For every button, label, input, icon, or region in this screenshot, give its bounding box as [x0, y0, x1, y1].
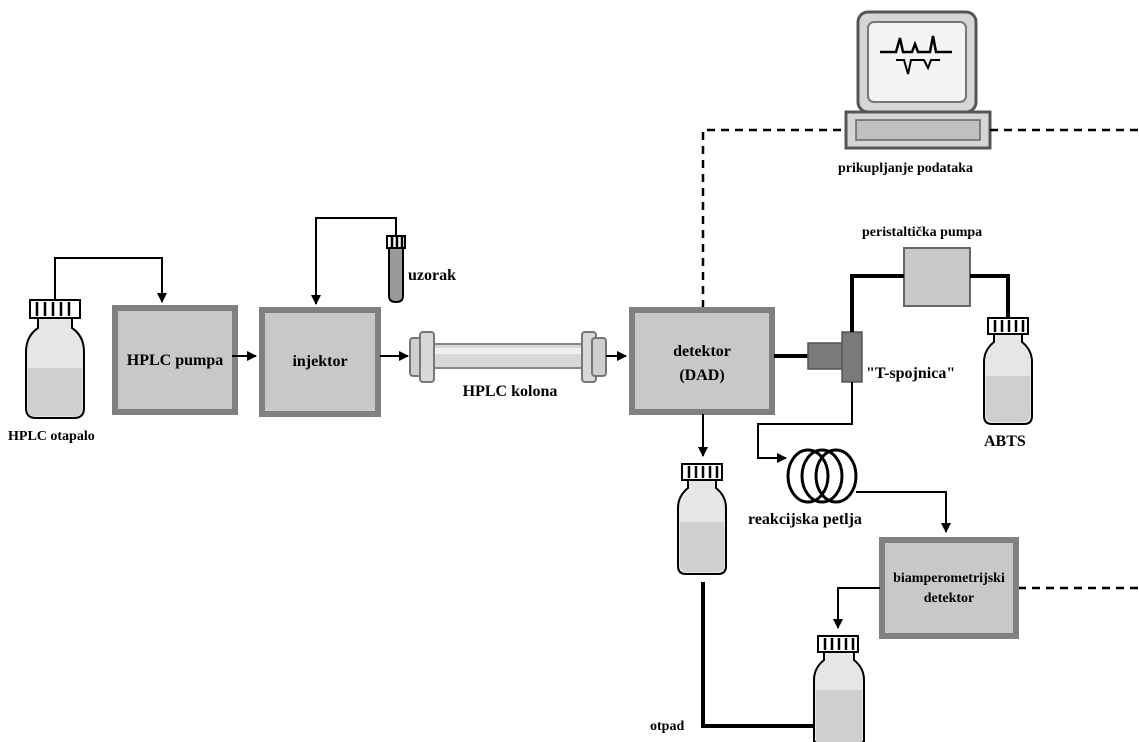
- line-biampero-to-waste: [833, 587, 880, 629]
- label-hplc-otapalo: HPLC otapalo: [8, 429, 95, 444]
- label-hplc-kolona: HPLC kolona: [463, 383, 558, 400]
- label-detektor: detektor: [673, 343, 731, 360]
- data-line-dad: [701, 128, 846, 308]
- line-waste-connection: [701, 582, 818, 728]
- line-sample-to-injector: [311, 217, 397, 305]
- label-otpad: otpad: [650, 719, 684, 734]
- injector-box: [259, 307, 381, 417]
- label-biampero-detektor: detektor: [924, 591, 975, 606]
- line-pump-to-tconnector: [850, 274, 904, 332]
- label-biamperometrijski: biamperometrijski: [893, 571, 1005, 586]
- t-connector-icon: [807, 331, 863, 383]
- label-injektor: injektor: [292, 353, 347, 370]
- solvent-bottle-icon: [25, 299, 85, 419]
- biamperometric-detector-box: [879, 537, 1019, 639]
- hplc-pump-box: [112, 305, 238, 415]
- column-icon: [409, 331, 607, 383]
- label-dad: (DAD): [679, 367, 724, 384]
- line-abts-to-pump: [970, 274, 1010, 318]
- line-coil-to-biampero: [856, 491, 951, 533]
- label-abts: ABTS: [984, 433, 1026, 450]
- coil-icon: [786, 448, 858, 504]
- abts-bottle-icon: [983, 317, 1033, 425]
- label-hplc-pumpa: HPLC pumpa: [127, 352, 223, 369]
- sample-vial-icon: [386, 235, 406, 304]
- line-solvent-to-pump: [54, 257, 167, 303]
- waste-bottle-biampero-icon: [813, 635, 865, 742]
- label-peristalticka-pumpa: peristaltička pumpa: [862, 225, 982, 240]
- label-reakcijska-petlja: reakcijska petlja: [748, 511, 862, 528]
- line-tconnector-to-coil: [757, 382, 853, 463]
- waste-bottle-dad-icon: [677, 463, 727, 575]
- label-prikupljanje-podataka: prikupljanje podataka: [838, 161, 973, 176]
- dad-detector-box: [629, 307, 775, 415]
- peristaltic-pump-box: [903, 247, 971, 307]
- label-t-spojnica: "T-spojnica": [866, 365, 955, 382]
- computer-monitor-icon: [844, 10, 992, 150]
- label-uzorak: uzorak: [408, 267, 456, 284]
